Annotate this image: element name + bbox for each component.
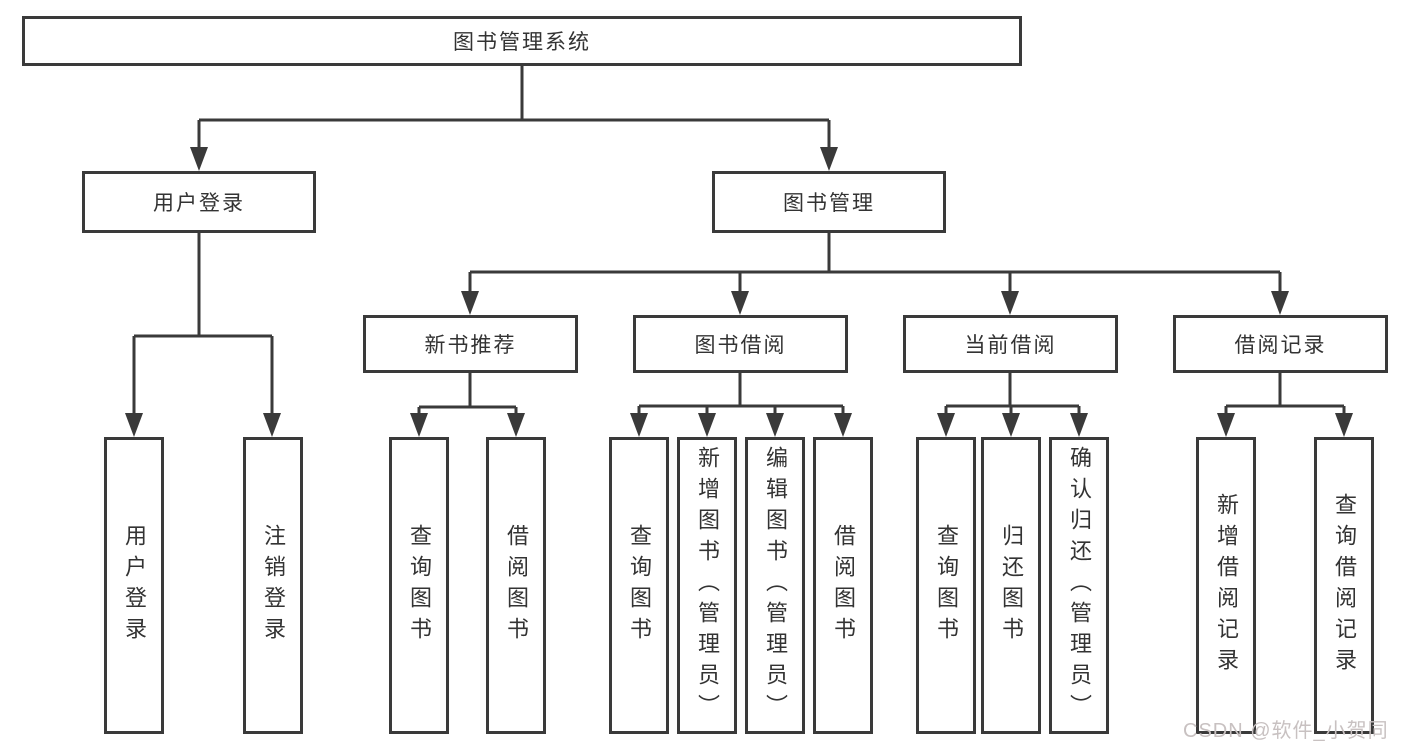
node-label: 用户登录 bbox=[153, 192, 245, 215]
node-label: 注销登录 bbox=[261, 523, 286, 648]
node-label: 图书管理系统 bbox=[453, 31, 591, 54]
node-label: 确认归还（管理员） bbox=[1067, 446, 1092, 725]
node-current-borrowing: 当前借阅 bbox=[903, 315, 1118, 373]
node-label: 新增图书（管理员） bbox=[695, 446, 720, 725]
leaf-borrowing-edit-books-admin: 编辑图书（管理员） bbox=[745, 437, 805, 734]
node-library-management-system: 图书管理系统 bbox=[22, 16, 1022, 66]
leaf-records-query-borrow-record: 查询借阅记录 bbox=[1314, 437, 1374, 734]
node-new-book-recommend: 新书推荐 bbox=[363, 315, 578, 373]
arrowheads bbox=[125, 147, 1353, 437]
node-label: 查询图书 bbox=[627, 523, 652, 648]
leaf-recommend-borrow-books: 借阅图书 bbox=[486, 437, 546, 734]
leaf-current-confirm-return-admin: 确认归还（管理员） bbox=[1049, 437, 1109, 734]
node-label: 图书借阅 bbox=[694, 334, 787, 357]
leaf-borrowing-borrow-books: 借阅图书 bbox=[813, 437, 873, 734]
leaf-records-add-borrow-record: 新增借阅记录 bbox=[1196, 437, 1256, 734]
node-book-borrowing: 图书借阅 bbox=[633, 315, 848, 373]
leaf-current-query-books: 查询图书 bbox=[916, 437, 976, 734]
node-book-management-branch: 图书管理 bbox=[712, 171, 946, 233]
csdn-watermark: CSDN @软件_小贺同学 bbox=[1183, 720, 1389, 742]
node-label: 新书推荐 bbox=[424, 334, 517, 357]
node-label: 查询图书 bbox=[934, 523, 959, 648]
node-label: 归还图书 bbox=[999, 523, 1024, 648]
node-label: 借阅图书 bbox=[504, 523, 529, 648]
node-label: 当前借阅 bbox=[964, 334, 1057, 357]
node-label: 查询图书 bbox=[407, 523, 432, 648]
node-label: 编辑图书（管理员） bbox=[763, 446, 788, 725]
node-user-login-branch: 用户登录 bbox=[82, 171, 316, 233]
leaf-recommend-query-books: 查询图书 bbox=[389, 437, 449, 734]
node-label: 图书管理 bbox=[783, 192, 875, 215]
leaf-current-return-books: 归还图书 bbox=[981, 437, 1041, 734]
node-label: 借阅记录 bbox=[1234, 334, 1327, 357]
leaf-borrowing-query-books: 查询图书 bbox=[609, 437, 669, 734]
node-label: 新增借阅记录 bbox=[1214, 492, 1239, 679]
node-label: 借阅图书 bbox=[831, 523, 856, 648]
leaf-logout: 注销登录 bbox=[243, 437, 303, 734]
leaf-borrowing-add-books-admin: 新增图书（管理员） bbox=[677, 437, 737, 734]
node-borrowing-records: 借阅记录 bbox=[1173, 315, 1388, 373]
leaf-user-login: 用户登录 bbox=[104, 437, 164, 734]
node-label: 查询借阅记录 bbox=[1332, 492, 1357, 679]
node-label: 用户登录 bbox=[122, 523, 147, 648]
